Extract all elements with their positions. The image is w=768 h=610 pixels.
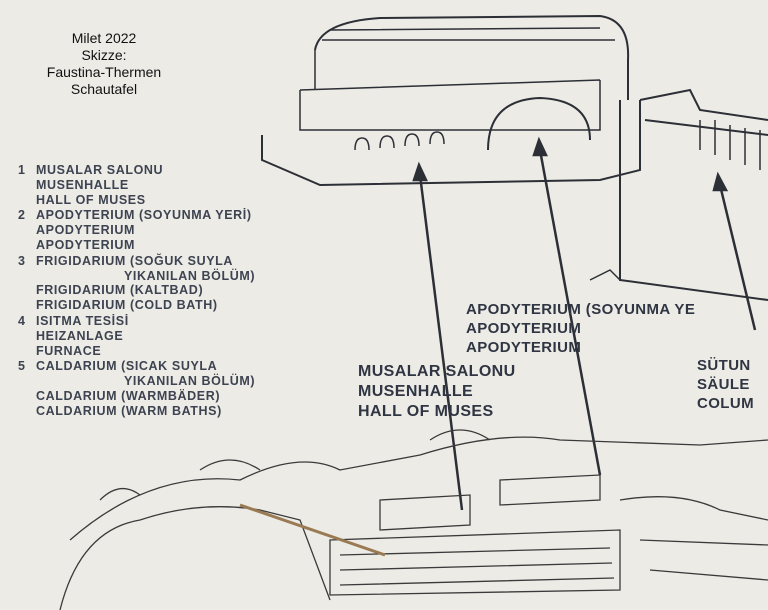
caption-line: Schautafel <box>70 81 138 97</box>
legend-line: CALDARIUM (WARM BATHS) <box>36 403 222 418</box>
stick <box>239 503 386 557</box>
legend-item: 1 MUSALAR SALONU MUSENHALLE HALL OF MUSE… <box>18 163 255 207</box>
legend-line: CALDARIUM (WARMBÄDER) <box>36 388 221 403</box>
caption-line: Faustina-Thermen <box>46 64 162 80</box>
legend-item: 5 CALDARIUM (SICAK SUYLA YIKANILAN BÖLÜM… <box>18 359 255 418</box>
label-line: COLUM <box>697 395 754 412</box>
legend-line: FRIGIDARIUM (COLD BATH) <box>36 298 218 313</box>
legend-line: CALDARIUM (SICAK SUYLA <box>36 359 218 374</box>
vault-roof <box>314 14 630 100</box>
hall-base <box>261 100 641 187</box>
colonnade <box>619 88 768 301</box>
arch <box>487 96 591 151</box>
legend-line: YIKANILAN BÖLÜM) <box>124 268 256 283</box>
label-line: SÄULE <box>697 376 750 393</box>
label-line: APODYTERIUM <box>466 320 582 337</box>
legend-line: MUSALAR SALONU <box>36 163 164 177</box>
legend: 1 MUSALAR SALONU MUSENHALLE HALL OF MUSE… <box>18 163 255 420</box>
legend-line: FRIGIDARIUM (KALTBAD) <box>36 283 204 298</box>
legend-number: 4 <box>18 313 26 328</box>
legend-line: HEIZANLAGE <box>36 328 124 343</box>
legend-line: HALL OF MUSES <box>36 192 146 207</box>
label-musalar: MUSALAR SALONU MUSENHALLE HALL OF MUSES <box>358 362 516 422</box>
legend-item: 2 APODYTERIUM (SOYUNMA YERİ) APODYTERIUM… <box>18 208 255 252</box>
photo-caption: Milet 2022 Skizze: Faustina-Thermen Scha… <box>36 30 172 98</box>
legend-number: 5 <box>18 359 26 374</box>
caption-line: Milet 2022 <box>71 30 137 46</box>
legend-number: 2 <box>18 208 26 223</box>
legend-item: 3 FRIGIDARIUM (SOĞUK SUYLA YIKANILAN BÖL… <box>18 254 255 313</box>
ruins-sketch <box>59 429 768 610</box>
label-columns: SÜTUN SÄULE COLUM <box>697 356 754 413</box>
label-line: HALL OF MUSES <box>358 403 494 420</box>
legend-line: ISITMA TESİSİ <box>36 313 129 328</box>
label-line: APODYTERIUM <box>466 339 582 356</box>
legend-number: 3 <box>18 253 26 268</box>
label-line: SÜTUN <box>697 357 751 374</box>
legend-line: FRIGIDARIUM (SOĞUK SUYLA <box>36 253 234 268</box>
pointer-arrows <box>412 136 757 511</box>
legend-line: MUSENHALLE <box>36 177 129 192</box>
legend-line: APODYTERIUM <box>36 237 135 252</box>
label-line: MUSALAR SALONU <box>358 363 516 380</box>
legend-line: APODYTERIUM (SOYUNMA YERİ) <box>36 208 252 223</box>
label-apodyterium: APODYTERIUM (SOYUNMA YE APODYTERIUM APOD… <box>466 300 695 357</box>
caption-line: Skizze: <box>81 47 127 63</box>
legend-line: FURNACE <box>36 343 102 358</box>
legend-item: 4 ISITMA TESİSİ HEIZANLAGE FURNACE <box>18 314 255 358</box>
legend-number: 1 <box>18 163 26 177</box>
label-line: APODYTERIUM (SOYUNMA YE <box>466 301 696 318</box>
label-line: MUSENHALLE <box>358 383 474 400</box>
legend-line: YIKANILAN BÖLÜM) <box>124 374 256 389</box>
legend-line: APODYTERIUM <box>36 223 135 238</box>
